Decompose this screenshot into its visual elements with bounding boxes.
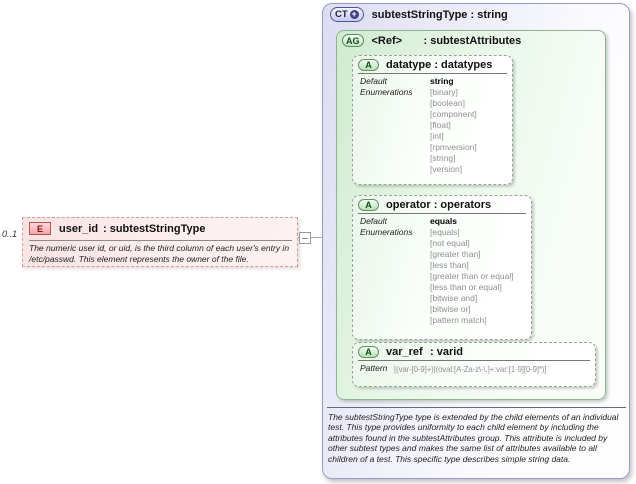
attribute-facets: Pattern [(var-[0-9]+)|(oval:[A-Za-z\-\.]… <box>353 361 595 375</box>
cardinality-label: 0..1 <box>2 229 18 239</box>
facet-enumerations-row: Enumerations [binary] [boolean] [compone… <box>360 87 507 175</box>
attribute-separator <box>358 73 507 74</box>
enumeration-value: [float] <box>430 120 451 130</box>
annotation-separator <box>327 407 626 408</box>
enumeration-value: [pattern match] <box>430 315 487 325</box>
attribute-box-datatype[interactable]: A datatype : datatypes Default string En… <box>352 55 513 185</box>
attribute-group-badge-icon: AG <box>342 34 364 47</box>
enumeration-value: [string] <box>430 153 456 163</box>
facet-enumerations-label: Enumerations <box>360 87 413 97</box>
minus-icon <box>302 237 308 239</box>
enumeration-value: [not equal] <box>430 238 470 248</box>
attribute-group-title: <Ref> : subtestAttributes <box>372 35 522 47</box>
facet-default-row: Default equals <box>360 216 526 227</box>
attribute-title: datatype : datatypes <box>386 59 492 71</box>
attribute-box-operator[interactable]: A operator : operators Default equals En… <box>352 195 532 340</box>
enumeration-value: [boolean] <box>430 98 465 108</box>
facet-default-value: string <box>430 76 454 86</box>
attribute-name: var_ref <box>386 346 423 358</box>
attribute-title: var_ref : varid <box>386 346 463 358</box>
facet-default-value: equals <box>430 216 457 226</box>
attribute-badge-icon: A <box>358 199 379 211</box>
facet-default-label: Default <box>360 216 387 226</box>
attribute-separator <box>358 360 590 361</box>
complex-type-badge-label: CT <box>335 9 348 20</box>
enumeration-value: [equals] <box>430 227 460 237</box>
complex-type-title: subtestStringType : string <box>371 8 508 21</box>
attribute-header: A var_ref : varid <box>353 343 595 360</box>
complex-type-annotation: The subtestStringType type is extended b… <box>328 412 619 464</box>
attribute-title: operator : operators <box>386 199 491 211</box>
attribute-name: datatype <box>386 59 432 71</box>
attribute-header: A operator : operators <box>353 196 531 213</box>
attribute-group-type: : subtestAttributes <box>423 34 522 47</box>
enumeration-value: [less than or equal] <box>430 282 502 292</box>
attribute-type: : datatypes <box>434 59 493 71</box>
attribute-name: operator <box>386 199 431 211</box>
element-header: E user_id : subtestStringType <box>29 222 205 235</box>
element-box-user-id[interactable]: E user_id : subtestStringType The numeric… <box>22 217 298 267</box>
attribute-facets: Default equals Enumerations [equals] [no… <box>353 214 531 326</box>
element-separator <box>29 240 292 241</box>
element-annotation: The numeric user id, or uid, is the thir… <box>29 243 290 264</box>
collapse-handle[interactable] <box>299 232 311 244</box>
enumeration-value: [int] <box>430 131 444 141</box>
element-badge-icon: E <box>29 222 51 235</box>
facet-default-row: Default string <box>360 76 507 87</box>
enumeration-value: [version] <box>430 164 463 174</box>
attribute-separator <box>358 213 526 214</box>
enumeration-value: [binary] <box>430 87 458 97</box>
enumeration-value: [rpmversion] <box>430 142 477 152</box>
facet-pattern-value: [(var-[0-9]+)|(oval:[A-Za-z\-\.]+:var:[1… <box>394 365 547 374</box>
facet-pattern-label: Pattern <box>360 363 388 373</box>
enumeration-value: [component] <box>430 109 477 119</box>
attribute-box-var-ref[interactable]: A var_ref : varid Pattern [(var-[0-9]+)|(… <box>352 342 596 387</box>
complex-type-header: CT + subtestStringType : string <box>330 7 508 22</box>
enumeration-value: [bitwise and] <box>430 293 478 303</box>
attribute-badge-icon: A <box>358 346 379 358</box>
attribute-group-header: AG <Ref> : subtestAttributes <box>342 34 521 47</box>
enumeration-value: [less than] <box>430 260 469 270</box>
facet-default-label: Default <box>360 76 387 86</box>
attribute-group-name: <Ref> <box>371 34 403 47</box>
enumeration-list: [equals] [not equal] [greater than] [les… <box>430 227 514 326</box>
expand-plus-icon[interactable]: + <box>349 9 359 19</box>
enumeration-value: [bitwise or] <box>430 304 471 314</box>
facet-enumerations-label: Enumerations <box>360 227 413 237</box>
element-title: user_id : subtestStringType <box>59 223 205 235</box>
attribute-facets: Default string Enumerations [binary] [bo… <box>353 74 512 175</box>
enumeration-value: [greater than] <box>430 249 481 259</box>
attribute-header: A datatype : datatypes <box>353 56 512 73</box>
element-type: : subtestStringType <box>103 222 206 235</box>
element-name: user_id <box>59 222 99 235</box>
enumeration-list: [binary] [boolean] [component] [float] [… <box>430 87 477 175</box>
attribute-badge-icon: A <box>358 59 379 71</box>
facet-enumerations-row: Enumerations [equals] [not equal] [great… <box>360 227 526 326</box>
facet-pattern-row: Pattern [(var-[0-9]+)|(oval:[A-Za-z\-\.]… <box>360 363 590 375</box>
enumeration-value: [greater than or equal] <box>430 271 514 281</box>
attribute-type: : varid <box>430 346 464 358</box>
complex-type-badge-icon: CT + <box>330 7 364 22</box>
attribute-type: : operators <box>433 199 492 211</box>
